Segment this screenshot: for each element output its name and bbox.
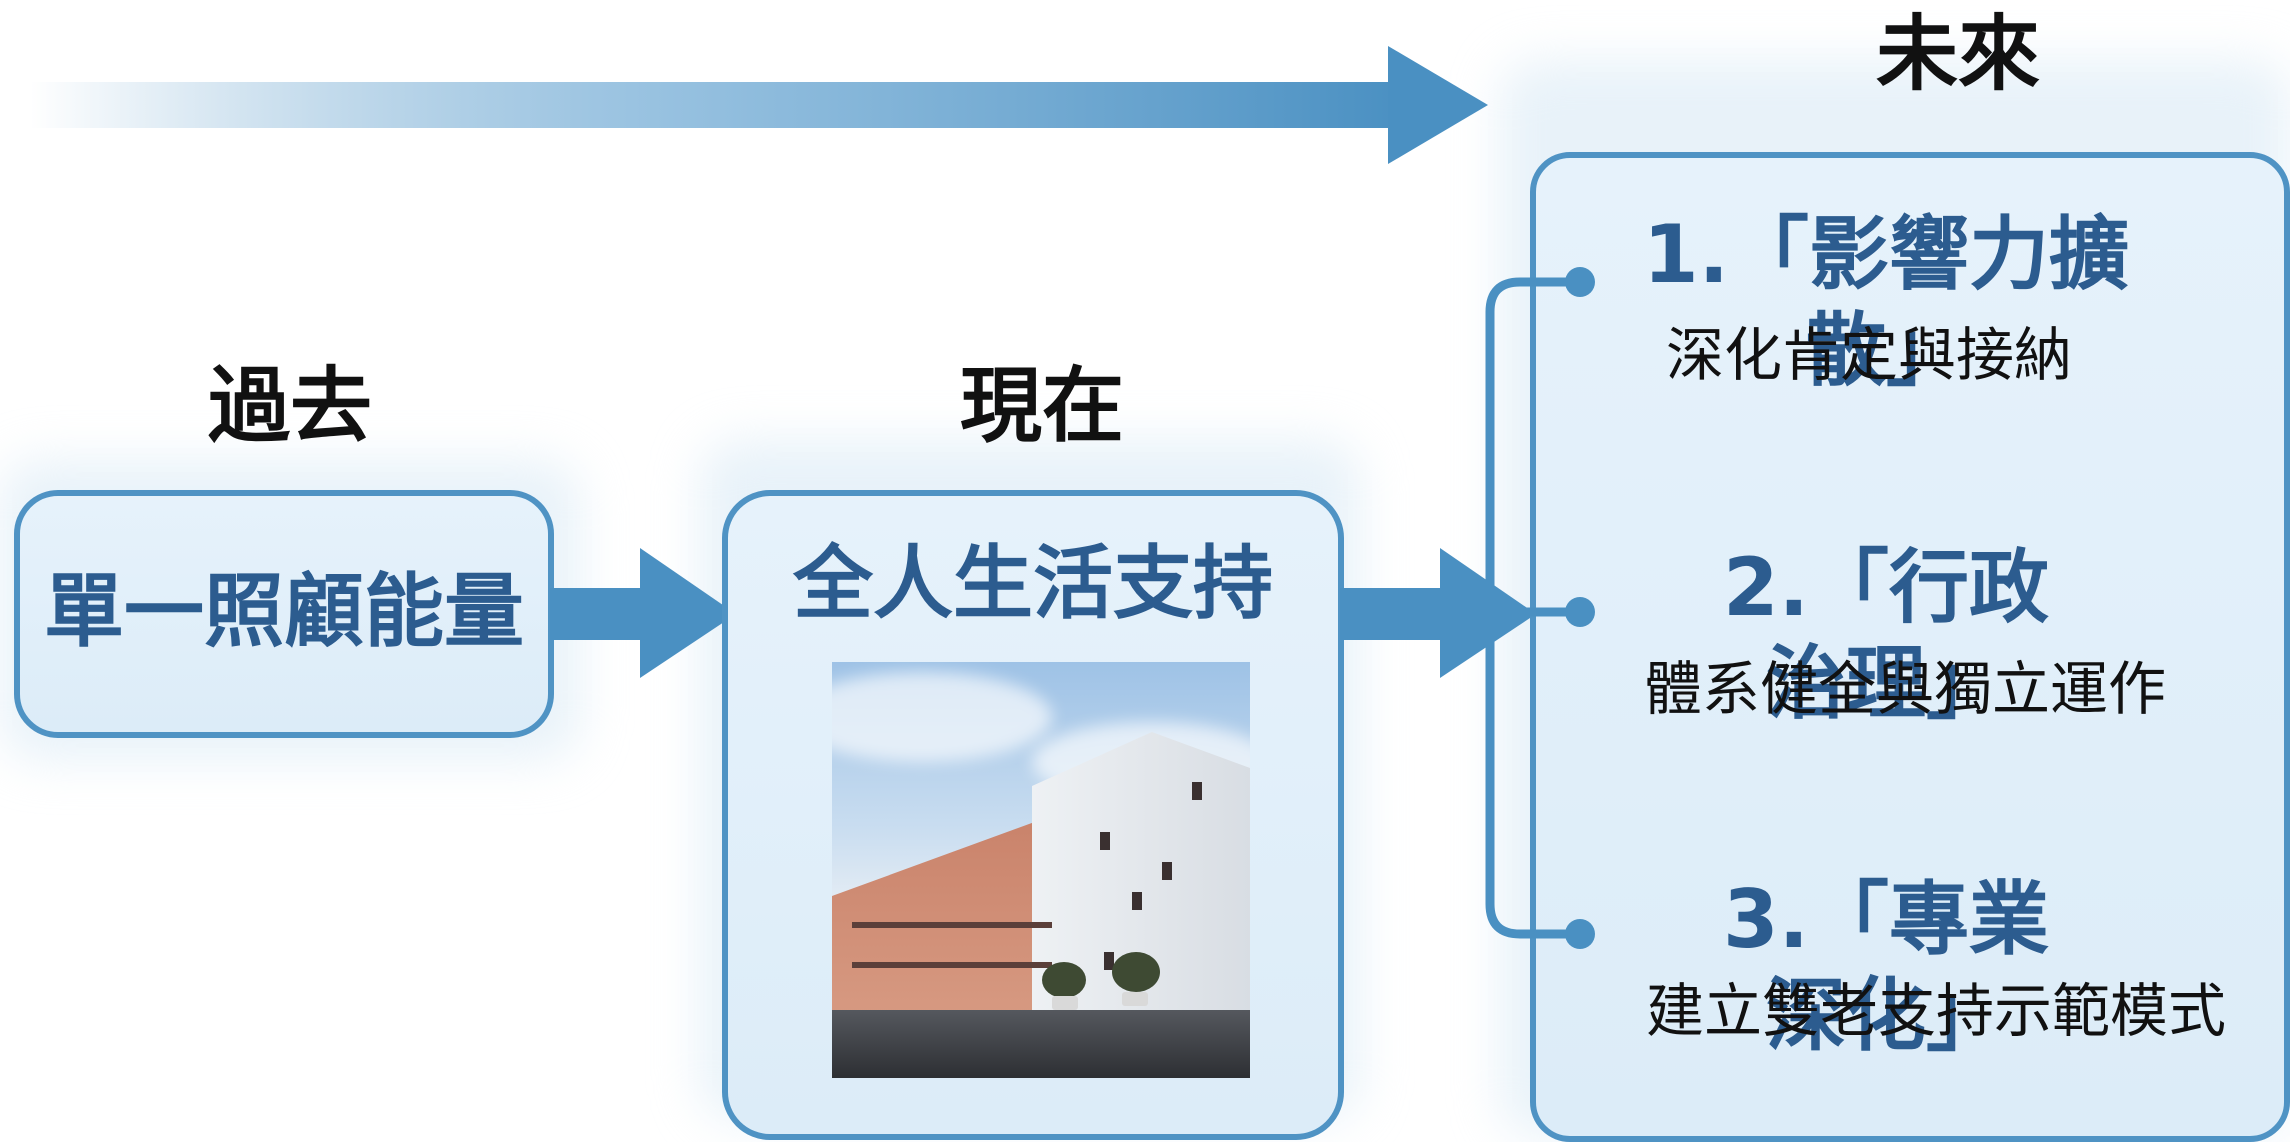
heading-present: 現在: [960, 359, 1125, 454]
future-item-3-title: 3.「專業深化」: [1722, 873, 2050, 1062]
present-box-title: 全人生活支持: [793, 537, 1273, 630]
arrow-past-to-present: [550, 548, 736, 678]
heading-past: 過去: [208, 359, 373, 454]
past-box-title: 單一照顧能量: [44, 565, 524, 658]
future-item-1-desc: 深化肯定與接納: [1666, 321, 2073, 389]
arrow-present-to-future: [1340, 548, 1536, 678]
future-item-2-desc: 體系健全與獨立運作: [1644, 655, 2167, 723]
future-item-2-title: 2.「行政治理」: [1722, 541, 2050, 730]
past-box: 單一照顧能量: [14, 490, 554, 738]
building-photo: [832, 662, 1250, 1078]
heading-future: 未來: [1876, 7, 2041, 102]
timeline-arrow: [30, 46, 1488, 164]
future-item-3-desc: 建立雙老支持示範模式: [1646, 977, 2227, 1045]
future-item-1-title: 1.「影響力擴散」: [1642, 208, 2130, 397]
